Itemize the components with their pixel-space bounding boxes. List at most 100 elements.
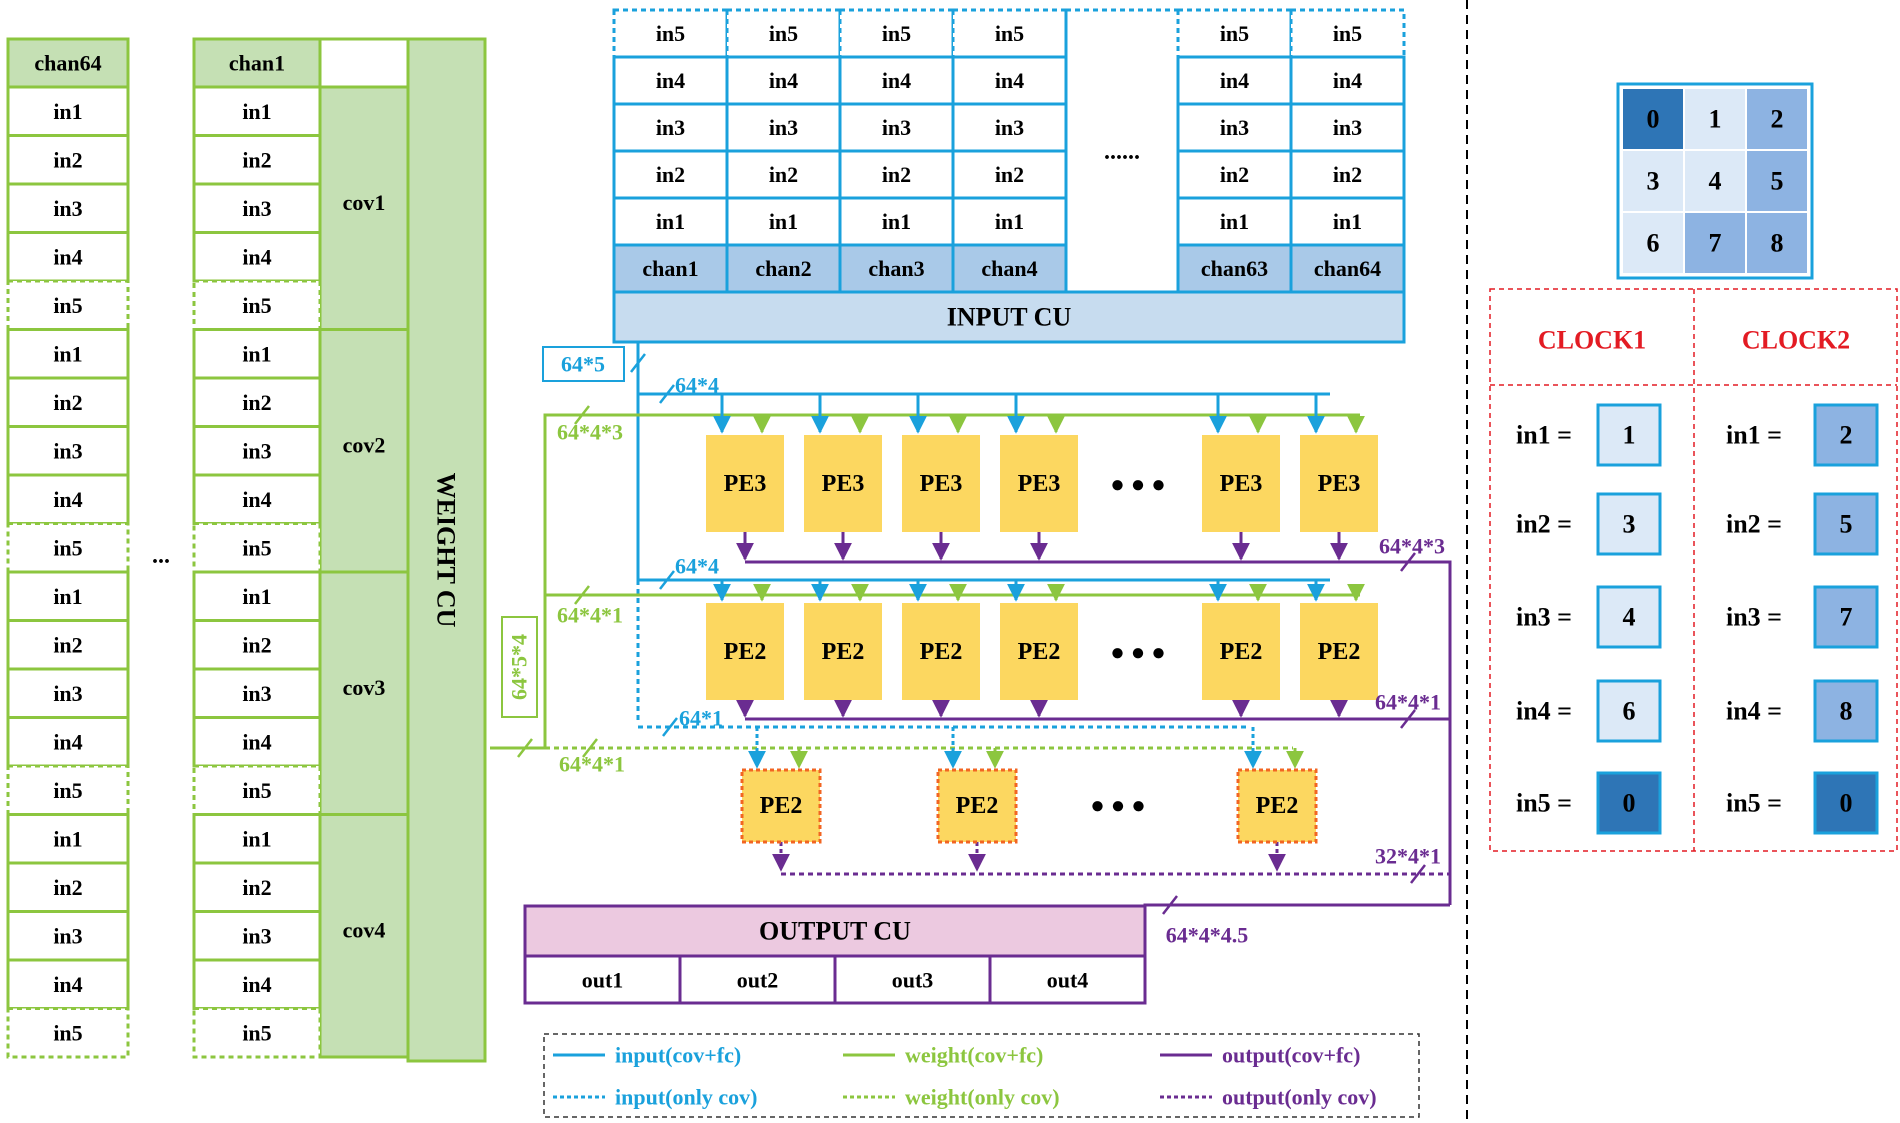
weight-cell-left xyxy=(6,861,130,913)
input-cell xyxy=(725,102,842,153)
bus-label-64x4x1-row3: 64*4*1 xyxy=(559,752,625,777)
weight-cell-right-text: in1 xyxy=(242,584,271,609)
legend-label: output(only cov) xyxy=(1222,1085,1377,1110)
pe3-box xyxy=(706,435,784,532)
clock2-value: 5 xyxy=(1840,510,1853,539)
clock2-value-box xyxy=(1813,403,1879,467)
kernel-cell xyxy=(1621,211,1685,275)
clock2-row-label: in4 = xyxy=(1726,697,1782,726)
weight-cell-right-text: in3 xyxy=(242,923,271,948)
weight-cell-left-text: in2 xyxy=(53,390,82,415)
input-cell xyxy=(612,196,729,247)
clock2-value: 8 xyxy=(1840,697,1853,726)
pe2-dashed-label: PE2 xyxy=(760,793,803,819)
weight-cell-left-text: in4 xyxy=(53,729,82,754)
kernel-cell xyxy=(1745,149,1809,213)
output-cell xyxy=(988,954,1147,1005)
output-cell xyxy=(523,954,682,1005)
weight-cell-left-text: in3 xyxy=(53,196,82,221)
bus-width-tick xyxy=(659,384,675,404)
bus-width-tick xyxy=(630,353,646,373)
weight-cell-right-text: in4 xyxy=(242,729,271,754)
pe2-label: PE2 xyxy=(724,639,767,665)
weight-header-spacer xyxy=(318,37,410,89)
input-cell xyxy=(951,196,1068,247)
input-cell-text: in5 xyxy=(1220,21,1249,46)
clock1-row-label: in1 = xyxy=(1516,421,1572,450)
input-cell xyxy=(725,55,842,106)
weight-gap-dots: ... xyxy=(152,543,170,569)
pe2-box xyxy=(1000,603,1078,700)
pe3-box xyxy=(1000,435,1078,532)
bus-label-64x5-box xyxy=(542,346,625,382)
clock1-value-box xyxy=(1596,771,1662,835)
input-cell-text: in2 xyxy=(1220,162,1249,187)
pe2-label: PE2 xyxy=(1220,639,1263,665)
weight-cell-right-text: in2 xyxy=(242,147,271,172)
kernel-cell xyxy=(1683,149,1747,213)
clock1-row-label: in4 = xyxy=(1516,697,1572,726)
legend-label: output(cov+fc) xyxy=(1222,1043,1360,1068)
legend-label: weight(only cov) xyxy=(905,1085,1060,1110)
input-chan-text: chan63 xyxy=(1201,256,1268,281)
weight-cell-left-text: in5 xyxy=(53,778,82,803)
clock2-header: CLOCK2 xyxy=(1742,326,1850,355)
input-cell-text: in5 xyxy=(995,21,1024,46)
weight-cell-right-text: in5 xyxy=(242,535,271,560)
bus-label-out-64x4x3: 64*4*3 xyxy=(1379,534,1445,559)
bus-label-64x4x1-row2: 64*4*1 xyxy=(557,603,623,628)
weight-cell-right-text: in5 xyxy=(242,1020,271,1045)
weight-group-label: cov3 xyxy=(343,675,386,700)
kernel-cell-text: 5 xyxy=(1771,167,1784,196)
pe3-label: PE3 xyxy=(920,471,963,497)
input-cell-text: in3 xyxy=(1333,115,1362,140)
bus-width-tick xyxy=(1400,552,1416,572)
weight-cell-left-text: in2 xyxy=(53,632,82,657)
kernel-cell-text: 2 xyxy=(1771,105,1784,134)
weight-cell-right-text: in3 xyxy=(242,196,271,221)
input-cu-label: INPUT CU xyxy=(947,303,1072,332)
weight-cell-right-text: in4 xyxy=(242,244,271,269)
bus-label-64x4-row2: 64*4 xyxy=(675,554,719,579)
kernel-cell xyxy=(1683,211,1747,275)
weight-cell-right xyxy=(192,134,322,186)
weight-cell-right xyxy=(192,619,322,671)
input-cell xyxy=(1176,196,1293,247)
bus-label-64x5x4: 64*5*4 xyxy=(507,634,532,700)
input-chan-text: chan1 xyxy=(642,256,698,281)
pe2-label: PE2 xyxy=(822,639,865,665)
output-cell-text: out1 xyxy=(582,968,624,993)
clock1-row-label: in3 = xyxy=(1516,603,1572,632)
kernel-cell-text: 1 xyxy=(1709,105,1722,134)
output-cu-label: OUTPUT CU xyxy=(759,917,911,946)
weight-cell-right xyxy=(192,813,322,865)
bus-width-tick xyxy=(662,717,678,737)
weight-cell-left xyxy=(6,910,130,962)
kernel-cell-text: 6 xyxy=(1647,229,1660,258)
bus-width-tick xyxy=(517,738,533,758)
weight-cell-left xyxy=(6,570,130,622)
pe2-label: PE2 xyxy=(1318,639,1361,665)
clock1-value-box xyxy=(1596,492,1662,556)
input-cell-text: in1 xyxy=(882,209,911,234)
input-cell xyxy=(1289,196,1406,247)
legend: input(cov+fc)weight(cov+fc)output(cov+fc… xyxy=(543,1033,1420,1118)
pe3-box xyxy=(1202,435,1280,532)
weight-group-cell xyxy=(318,328,410,574)
weight-header-right-text: chan1 xyxy=(229,51,285,76)
pe-row1-dots: ● ● ● xyxy=(1110,472,1166,498)
legend-label: input(cov+fc) xyxy=(615,1043,741,1068)
input-cell xyxy=(838,8,955,59)
weight-cell-right xyxy=(192,182,322,234)
bus-label-64x4-row1: 64*4 xyxy=(675,373,719,398)
bus-width-tick xyxy=(574,585,590,605)
kernel-cell-text: 7 xyxy=(1709,229,1722,258)
input-cell-text: in2 xyxy=(1333,162,1362,187)
weight-cell-left-text: in2 xyxy=(53,875,82,900)
weight-cell-right-text: in2 xyxy=(242,390,271,415)
input-cell xyxy=(1176,55,1293,106)
